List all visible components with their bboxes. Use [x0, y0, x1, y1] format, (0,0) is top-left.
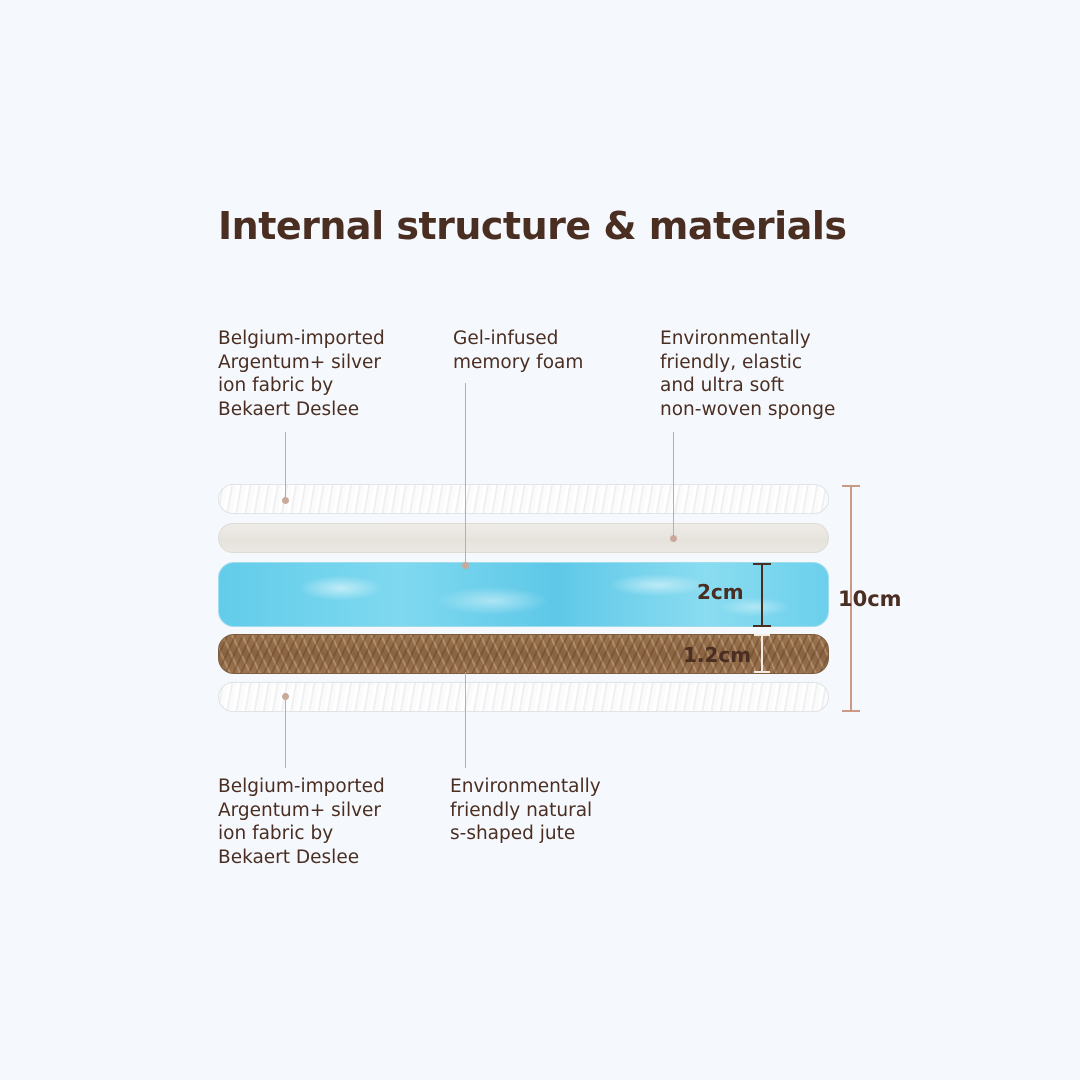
page-title: Internal structure & materials — [218, 204, 847, 248]
leader-line-gel — [465, 383, 466, 565]
label-jute: Environmentally friendly natural s-shape… — [450, 776, 601, 844]
label-gel-foam: Gel-infused memory foam — [453, 328, 584, 373]
label-top-fabric: Belgium-imported Argentum+ silver ion fa… — [218, 328, 385, 420]
leader-dot-gel — [462, 562, 469, 569]
leader-line-sponge — [673, 432, 674, 538]
jute-thickness-label: 1.2cm — [683, 643, 752, 667]
label-bottom-fabric: Belgium-imported Argentum+ silver ion fa… — [218, 776, 385, 868]
gel-measure-bottom-tick — [753, 625, 771, 627]
layer-top-silver-fabric — [218, 484, 829, 514]
layer-non-woven-sponge — [218, 523, 829, 553]
label-sponge: Environmentally friendly, elastic and ul… — [660, 328, 836, 420]
leader-dot-bottom-fabric — [282, 693, 289, 700]
leader-line-top-fabric — [285, 432, 286, 498]
leader-line-jute — [465, 672, 466, 768]
leader-line-bottom-fabric — [285, 697, 286, 768]
jute-measure-line — [761, 635, 763, 672]
gel-measure-line — [761, 563, 763, 626]
total-thickness-label: 10cm — [838, 587, 902, 611]
layer-bottom-silver-fabric — [218, 682, 829, 712]
gel-thickness-label: 2cm — [697, 580, 744, 604]
total-measure-line — [850, 485, 852, 711]
total-measure-bottom-tick — [842, 710, 860, 712]
leader-dot-top-fabric — [282, 497, 289, 504]
leader-dot-sponge — [670, 535, 677, 542]
layer-gel-memory-foam — [218, 562, 829, 627]
jute-measure-bottom-tick — [754, 671, 770, 673]
layer-s-shaped-jute — [218, 634, 829, 674]
